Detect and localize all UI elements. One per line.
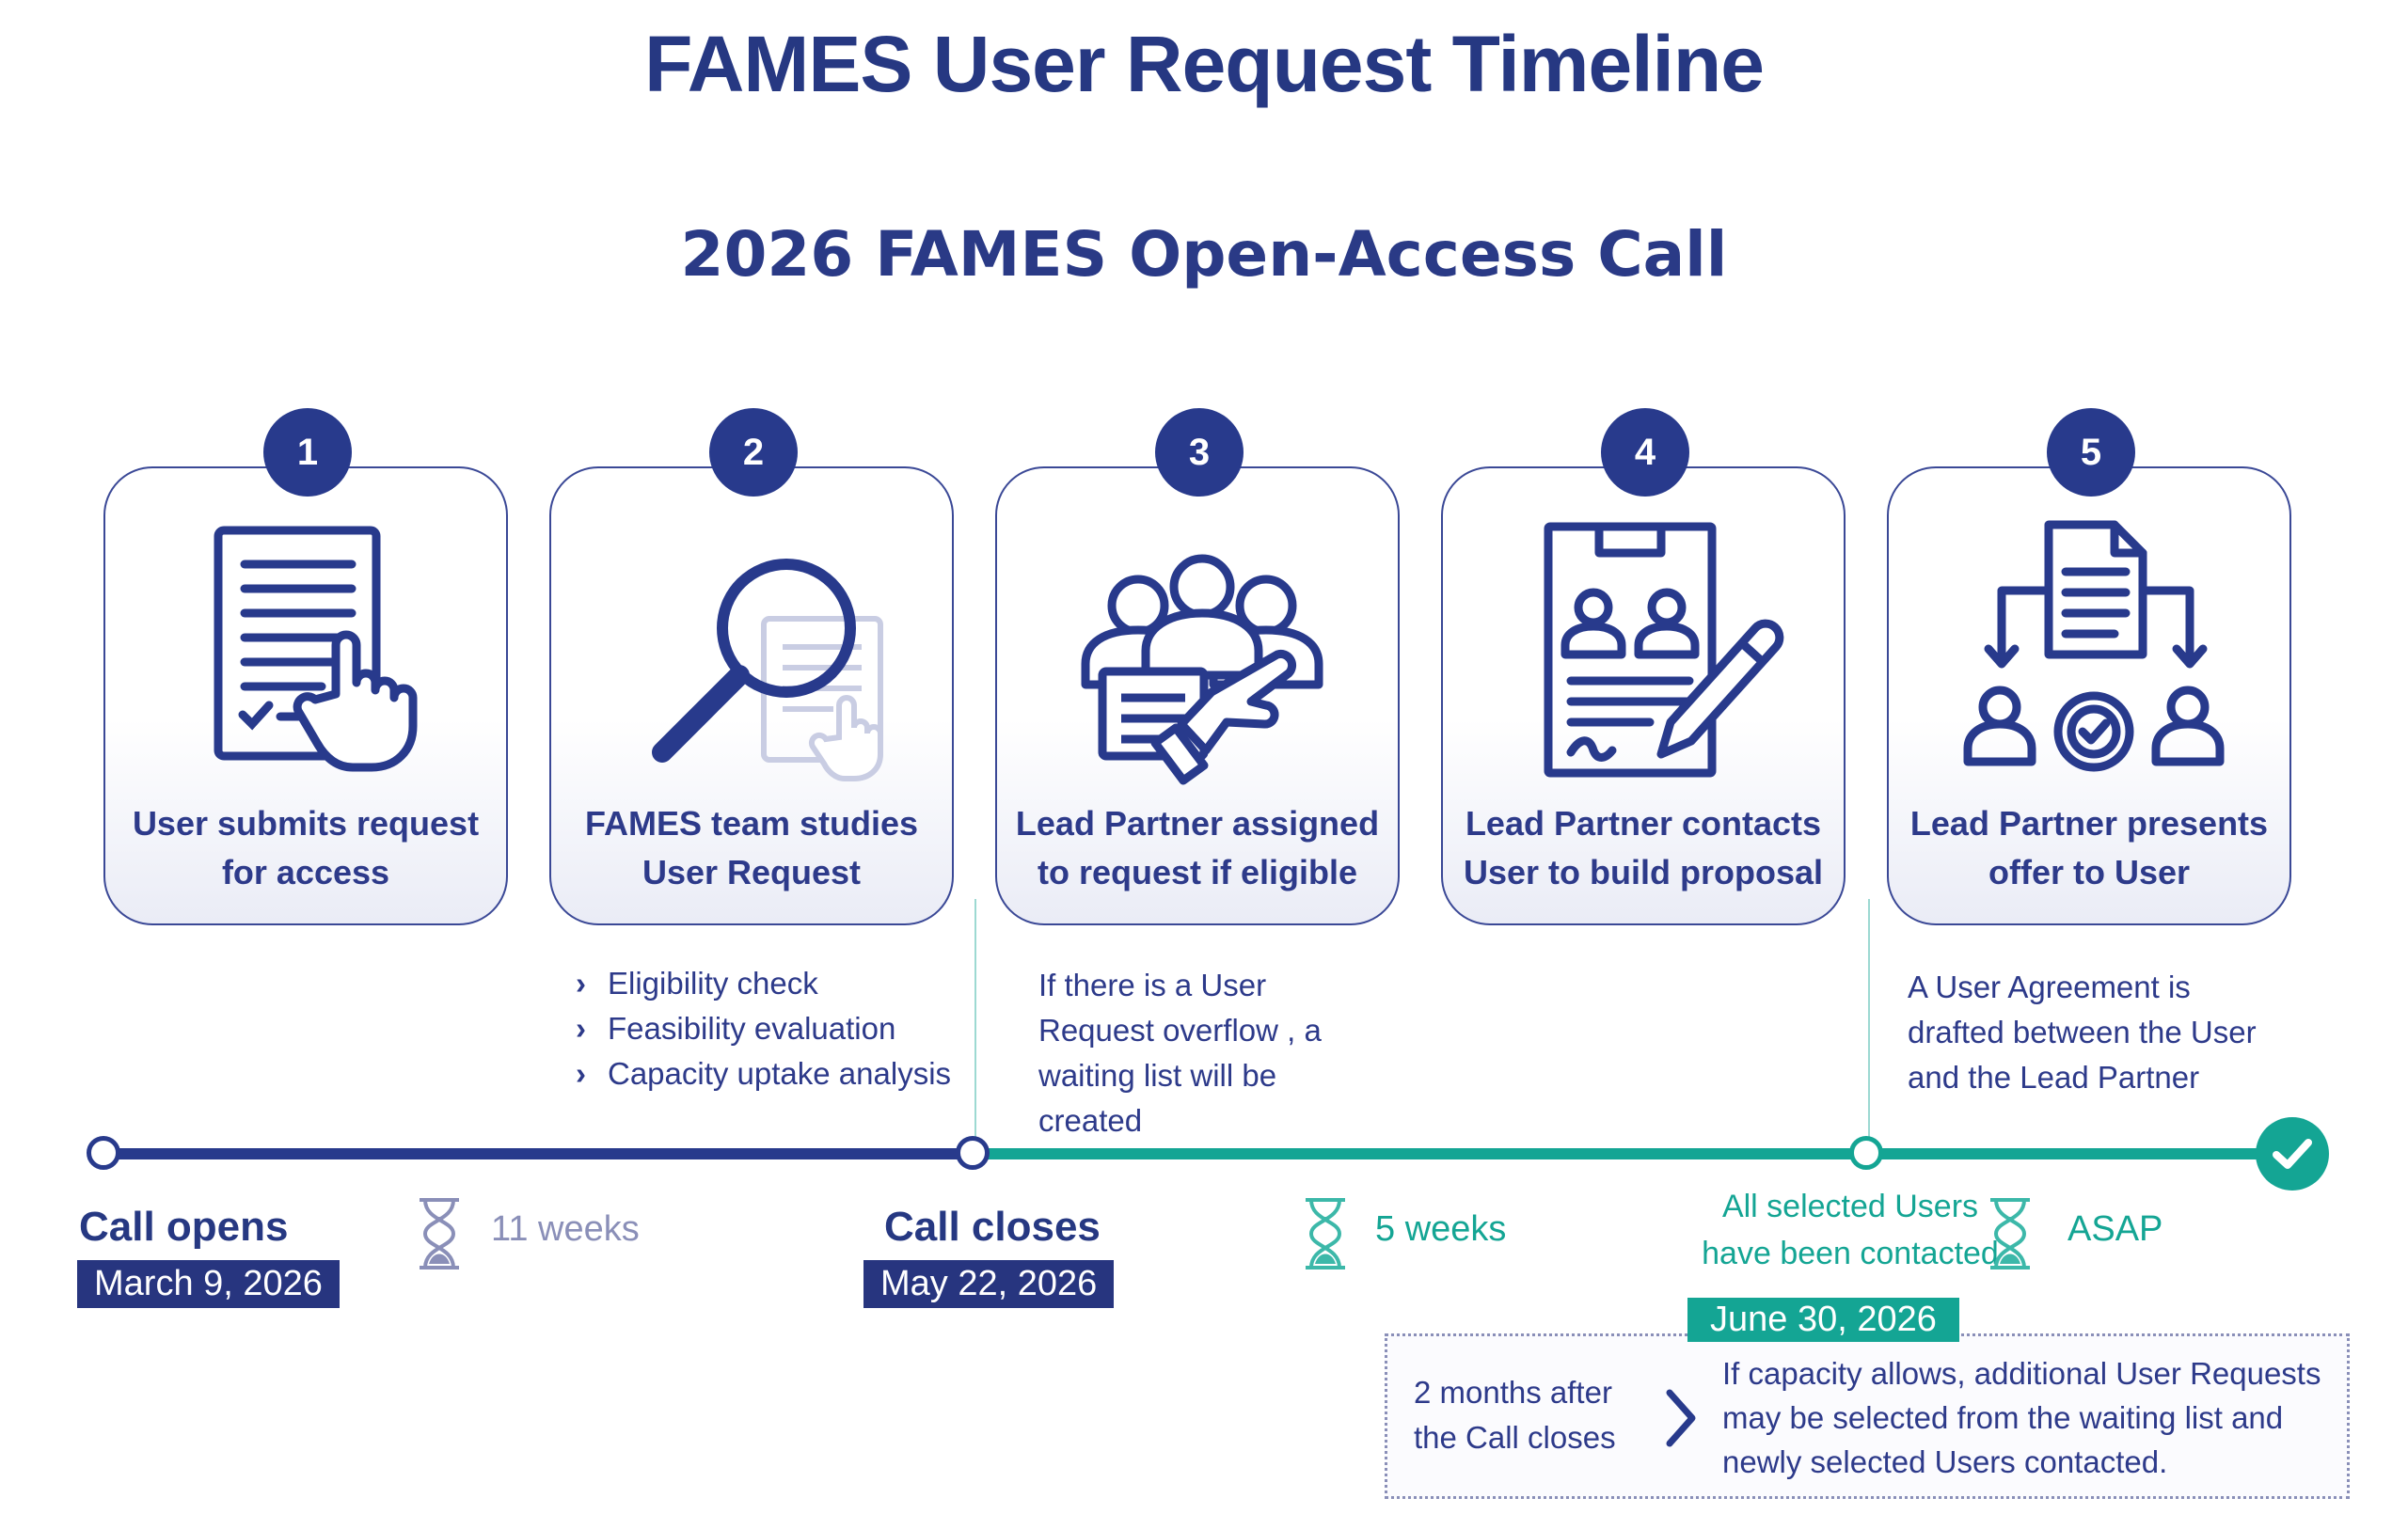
call-title: 2026 FAMES Open-Access Call [680,218,1728,291]
step-badge-4: 4 [1601,408,1689,497]
step-2-text: FAMES team studies User Request [561,799,943,897]
waiting-description: If capacity allows, additional User Requ… [1722,1356,2321,1479]
step-card-2: FAMES team studies User Request [549,466,954,925]
contract-pen-icon [1544,522,1784,778]
step-5-line2: offer to User [1988,853,2191,891]
step-card-1: User submits request for access [103,466,508,925]
step-2-line2: User Request [642,853,862,891]
timeline-open-phase [103,1148,973,1159]
checkmark-icon [2256,1117,2329,1191]
duration-5-weeks: 5 weeks [1375,1209,1507,1249]
hourglass-icon [1306,1198,1345,1270]
call-closes-connector [974,899,976,1145]
step-5-line1: Lead Partner presents [1909,804,2269,843]
step-card-4: Lead Partner contacts User to build prop… [1441,466,1846,925]
step-1-text: User submits request for access [115,799,497,897]
call-closes-node [956,1136,990,1170]
step-2-line1: FAMES team studies [584,804,919,843]
contacted-label: All selected Users have been contacted [1702,1189,1999,1271]
timeline-selection-phase [973,1148,2289,1159]
duration-11-weeks: 11 weeks [491,1209,640,1249]
step-3-line1: Lead Partner assigned [1015,804,1380,843]
step-card-3: Lead Partner assigned to request if elig… [995,466,1400,925]
step-badge-3: 3 [1155,408,1244,497]
bullet-feasibility: ›Feasibility evaluation [576,1006,951,1051]
step-1-line1: User submits request [132,804,480,843]
chevron-right-icon: › [576,966,586,1001]
step-badge-5: 5 [2047,408,2135,497]
chevron-right-icon [1666,1389,1696,1447]
step-3-line2: to request if eligible [1037,853,1358,891]
step-4-text: Lead Partner contacts User to build prop… [1452,799,1834,897]
hourglass-icon [420,1198,459,1270]
call-closes-date: May 22, 2026 [863,1260,1115,1308]
waiting-list-box: 2 months after the Call closes If capaci… [1385,1333,2350,1499]
document-hand-icon [214,526,418,772]
step-5-text: Lead Partner presents offer to User [1898,799,2280,897]
call-opens-node [87,1136,120,1170]
chevron-right-icon: › [576,1011,586,1046]
call-closes-label: Call closes [884,1204,1101,1250]
chevron-right-icon: › [576,1056,586,1091]
step-4-line1: Lead Partner contacts [1465,804,1822,843]
document-distribution-icon [1963,520,2225,772]
magnifier-document-icon [652,559,883,781]
contacted-connector [1868,899,1870,1145]
step-3-text: Lead Partner assigned to request if elig… [1006,799,1388,897]
step-badge-1: 1 [263,408,352,497]
page-title: FAMES User Request Timeline [644,20,1765,108]
step-2-bullets: ›Eligibility check ›Feasibility evaluati… [576,961,951,1096]
step-3-note: If there is a User Request overflow , a … [1038,968,1322,1138]
step-4-line2: User to build proposal [1463,853,1824,891]
step-badge-2: 2 [709,408,798,497]
team-pointing-icon [1081,554,1323,785]
bullet-capacity: ›Capacity uptake analysis [576,1051,951,1096]
call-opens-date: March 9, 2026 [77,1260,340,1308]
step-card-5: Lead Partner presents offer to User [1887,466,2291,925]
contacted-date: June 30, 2026 [1687,1298,1959,1342]
step-1-line2: for access [221,853,390,891]
waiting-timing: 2 months after the Call closes [1414,1375,1616,1455]
duration-asap: ASAP [2067,1209,2163,1249]
hourglass-icon [1990,1198,2030,1270]
contacted-node [1849,1136,1883,1170]
bullet-eligibility: ›Eligibility check [576,961,951,1006]
step-5-note: A User Agreement is drafted between the … [1908,970,2257,1095]
call-opens-label: Call opens [79,1204,289,1250]
